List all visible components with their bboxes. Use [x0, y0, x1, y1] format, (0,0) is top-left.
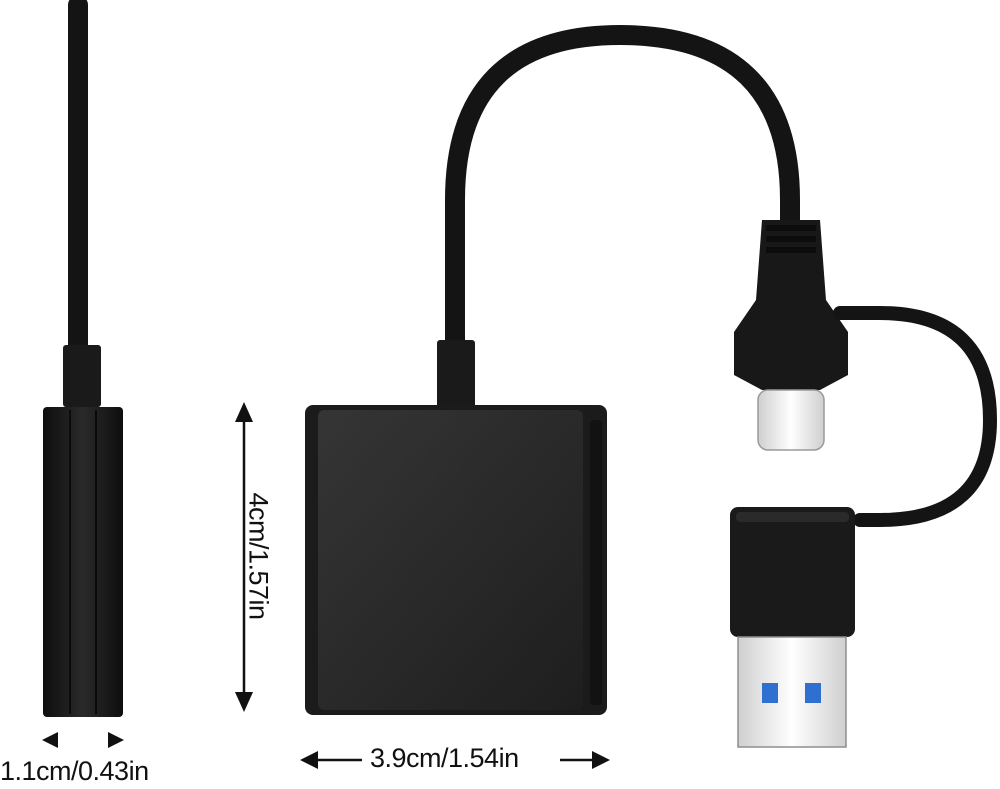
height-dimension-label: 4cm/1.57in — [243, 492, 274, 620]
usb-a-blue-tab-left — [762, 683, 778, 703]
arrow-left-icon — [42, 732, 58, 748]
side-strain-relief — [63, 345, 101, 407]
usb-a-connector — [730, 507, 855, 748]
body-face — [318, 410, 583, 710]
depth-dimension-label: 1.1cm/0.43in — [0, 756, 149, 786]
arrow-right-icon — [108, 732, 124, 748]
adapter-cable — [833, 306, 998, 527]
width-arrows — [300, 751, 610, 769]
usb-c-plug — [757, 389, 825, 451]
width-dimension-label: 3.9cm/1.54in — [370, 743, 519, 773]
usb-c-connector — [734, 220, 848, 451]
main-cable — [445, 24, 800, 355]
usb-a-plug — [737, 636, 847, 748]
side-body — [43, 407, 123, 717]
depth-arrows — [42, 732, 124, 748]
adapter-body — [305, 340, 607, 715]
body-strain-relief — [437, 340, 475, 408]
side-view — [43, 0, 123, 717]
usb-a-blue-tab-right — [805, 683, 821, 703]
double-arrow-icon — [235, 402, 253, 712]
